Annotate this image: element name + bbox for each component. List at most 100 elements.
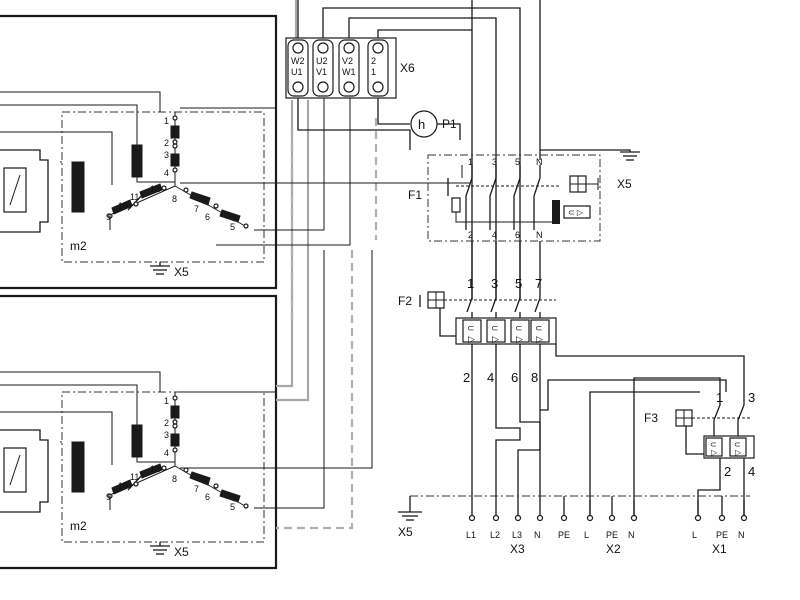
x6-terminal-top-label: W2 [291, 56, 305, 66]
f1-top-terminal: 1 [468, 157, 473, 167]
motor-terminal-number: 8 [172, 194, 177, 204]
hour-meter-p1: h P1 [410, 110, 461, 140]
f3-bottom-terminal: 4 [748, 464, 755, 479]
f1-bottom-terminal: 2 [468, 230, 473, 240]
strip-terminal: N [534, 514, 544, 540]
strip-ground-label: X5 [398, 525, 413, 539]
f1-top-terminal: N [536, 157, 543, 167]
f3-magnetic-symbol: ▷ [711, 448, 718, 457]
motor-terminal-number: 4 [164, 168, 169, 178]
run-winding [71, 161, 85, 213]
motor-terminal-number: 2 [164, 138, 169, 148]
x6-terminal-bottom-label: U1 [291, 67, 303, 77]
motor-terminal-number: 5 [230, 222, 235, 232]
motor-terminal-number: 5 [230, 502, 235, 512]
f1-contacts: ⊂ ▷ [447, 165, 599, 230]
motor-frame-top [0, 14, 278, 290]
x6-terminal-bottom-label: W1 [342, 67, 356, 77]
strip-terminal-label: N [628, 530, 635, 540]
x6-label: X6 [400, 61, 415, 75]
f1-ground-label: X5 [617, 177, 632, 191]
x6-to-p1-wire [377, 98, 410, 125]
motor-label: m2 [70, 239, 87, 253]
motor-terminal-number: 11 [130, 472, 139, 482]
motor-b-feed-wires [180, 250, 373, 509]
strip-terminal-label: PE [558, 530, 570, 540]
motor-terminal-number: 7 [194, 484, 199, 494]
f3-pole-cell [729, 437, 747, 457]
run-winding [71, 441, 85, 493]
f2-pole-cell [530, 319, 550, 343]
f2-bottom-terminal: 8 [531, 370, 538, 385]
strip-terminal: PE [716, 496, 728, 540]
strip-terminal-label: L2 [490, 530, 500, 540]
f3-top-terminal: 3 [748, 390, 755, 405]
f3-pole-cell [705, 437, 723, 457]
f2-magnetic-symbol: ▷ [492, 334, 499, 344]
x6-terminal-top-label: 2 [371, 56, 376, 66]
motor-terminal-number: 8 [172, 474, 177, 484]
motor-terminal-number: 4 [164, 448, 169, 458]
f3-magnetic-symbol: ▷ [735, 448, 742, 457]
f1-bottom-terminal: N [536, 230, 543, 240]
f2-bottom-terminal: 6 [511, 370, 518, 385]
f3-thermal-symbol: ⊂ [710, 440, 717, 449]
x6-terminal-bottom-label: V1 [316, 67, 327, 77]
motor-terminal-number: 6 [205, 212, 210, 222]
motor-ground-label: X5 [174, 545, 189, 559]
f2-bottom-terminal: 4 [487, 370, 494, 385]
motor-terminal-number: 9 [106, 492, 111, 502]
x6-terminal-top-label: U2 [316, 56, 328, 66]
motor-terminal-number: 6 [205, 492, 210, 502]
motor-terminal-number: 3 [164, 430, 169, 440]
svg-text:⊂ ▷: ⊂ ▷ [568, 208, 584, 217]
strip-terminal: N [628, 500, 638, 540]
f2-bottom-terminal: 2 [463, 370, 470, 385]
motor-label: m2 [70, 519, 87, 533]
motor-ground-label: X5 [174, 265, 189, 279]
strip-terminal: N [738, 500, 748, 540]
f2-pole-cell [462, 319, 482, 343]
gray-cable-bundle [276, 0, 378, 530]
f2-top-terminal: 1 [467, 276, 474, 291]
motor-terminal-number: 10 [118, 481, 128, 491]
motor-terminal-number: 2 [164, 418, 169, 428]
stator-block [0, 429, 49, 513]
strip-terminal: L1 [466, 514, 476, 540]
f2-label: F2 [398, 294, 412, 308]
strip-terminal-label: L1 [466, 530, 476, 540]
motor-a-feed-wires [180, 98, 470, 246]
motor-frame-bottom [0, 294, 278, 570]
f2-magnetic-symbol: ▷ [468, 334, 475, 344]
strip-terminal: L [692, 500, 702, 540]
hour-meter-symbol: h [418, 117, 425, 132]
strip-terminal-label: PE [606, 530, 618, 540]
thermal-coil [131, 424, 143, 458]
f1-label: F1 [408, 188, 422, 202]
f1-bottom-terminal: 6 [515, 230, 520, 240]
f2-top-terminal: 7 [535, 276, 542, 291]
f2-pole-cell [510, 319, 530, 343]
f3-top-terminal: 1 [716, 390, 723, 405]
motor-inner-frame [61, 111, 265, 263]
f1-top-terminal: 3 [492, 157, 497, 167]
strip-terminal-label: L [692, 530, 697, 540]
f2-thermal-symbol: ⊂ [515, 323, 523, 333]
f2-pole-cell [486, 319, 506, 343]
f1-to-f2-wires [471, 241, 541, 290]
f1-enclosure [427, 154, 601, 242]
motor-terminal-number: 1 [164, 396, 169, 406]
strip-terminal: PE [606, 496, 618, 540]
strip-terminal-label: N [534, 530, 541, 540]
motor-terminal-number: 3 [164, 150, 169, 160]
thermal-coil [131, 144, 143, 178]
f2-thermal-symbol: ⊂ [467, 323, 475, 333]
